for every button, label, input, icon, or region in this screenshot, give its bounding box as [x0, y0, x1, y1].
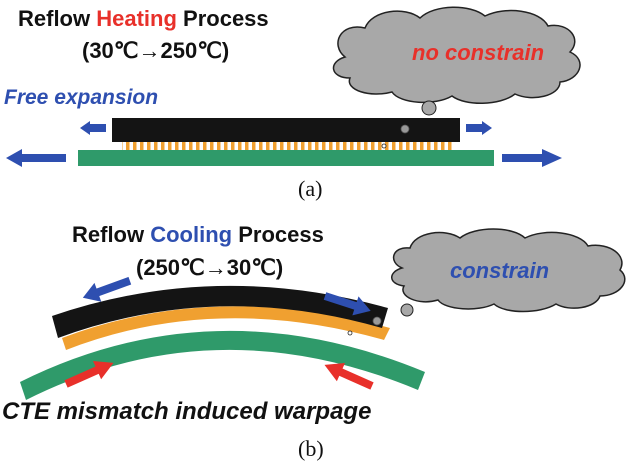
- panel-a-title-prefix: Reflow: [18, 6, 97, 31]
- thought-bubble-small-b: [400, 303, 414, 317]
- chip-pin1-dot-a: [400, 124, 410, 134]
- panel-a-title: Reflow Heating Process: [18, 6, 269, 32]
- panel-b-title: Reflow Cooling Process: [72, 222, 324, 248]
- diagram-graphics: [6, 6, 626, 400]
- panel-a-title-suffix: Process: [176, 6, 269, 31]
- chip-pin1-dot-b: [372, 316, 382, 326]
- void-dot-a: [381, 143, 387, 149]
- panel-a-caption: (a): [298, 176, 323, 201]
- thought-bubble-small-a: [421, 100, 437, 116]
- panel-b-temperature-range: (250℃→30℃): [136, 255, 284, 280]
- thought-cloud-a: [332, 6, 581, 104]
- arrow-chip-left-b: [82, 276, 132, 302]
- arrow-chip-right-b: [323, 292, 371, 316]
- arrow-substrate-right-a: [502, 149, 562, 167]
- arrow-substrate-right-b: [324, 363, 374, 390]
- panel-b-title-suffix: Process: [232, 222, 324, 247]
- panel-b-warpage-label: CTE mismatch induced warpage: [2, 398, 372, 425]
- panel-b-title-prefix: Reflow: [72, 222, 151, 247]
- substrate-a: [78, 150, 494, 166]
- panel-a-free-expansion-label: Free expansion: [4, 86, 159, 109]
- solder-joints-b: [62, 306, 390, 350]
- arrow-substrate-left-a: [6, 149, 66, 167]
- panel-a-temperature-range: (30℃→250℃): [82, 38, 230, 63]
- chip-b: [52, 285, 388, 338]
- arrow-chip-right-a: [466, 121, 492, 135]
- panel-b-title-highlight: Cooling: [150, 222, 233, 247]
- panel-b-cloud-text: constrain: [450, 258, 550, 283]
- arrow-chip-left-a: [80, 121, 106, 135]
- panel-a-title-highlight: Heating: [96, 6, 177, 31]
- substrate-b: [20, 330, 425, 400]
- arrow-substrate-left-b: [64, 361, 114, 388]
- panel-b-caption: (b): [298, 436, 324, 461]
- panel-a-cloud-text: no constrain: [412, 40, 545, 65]
- void-dot-b: [347, 330, 353, 336]
- thought-cloud-b: [391, 228, 626, 313]
- solder-joints-a: [122, 142, 452, 150]
